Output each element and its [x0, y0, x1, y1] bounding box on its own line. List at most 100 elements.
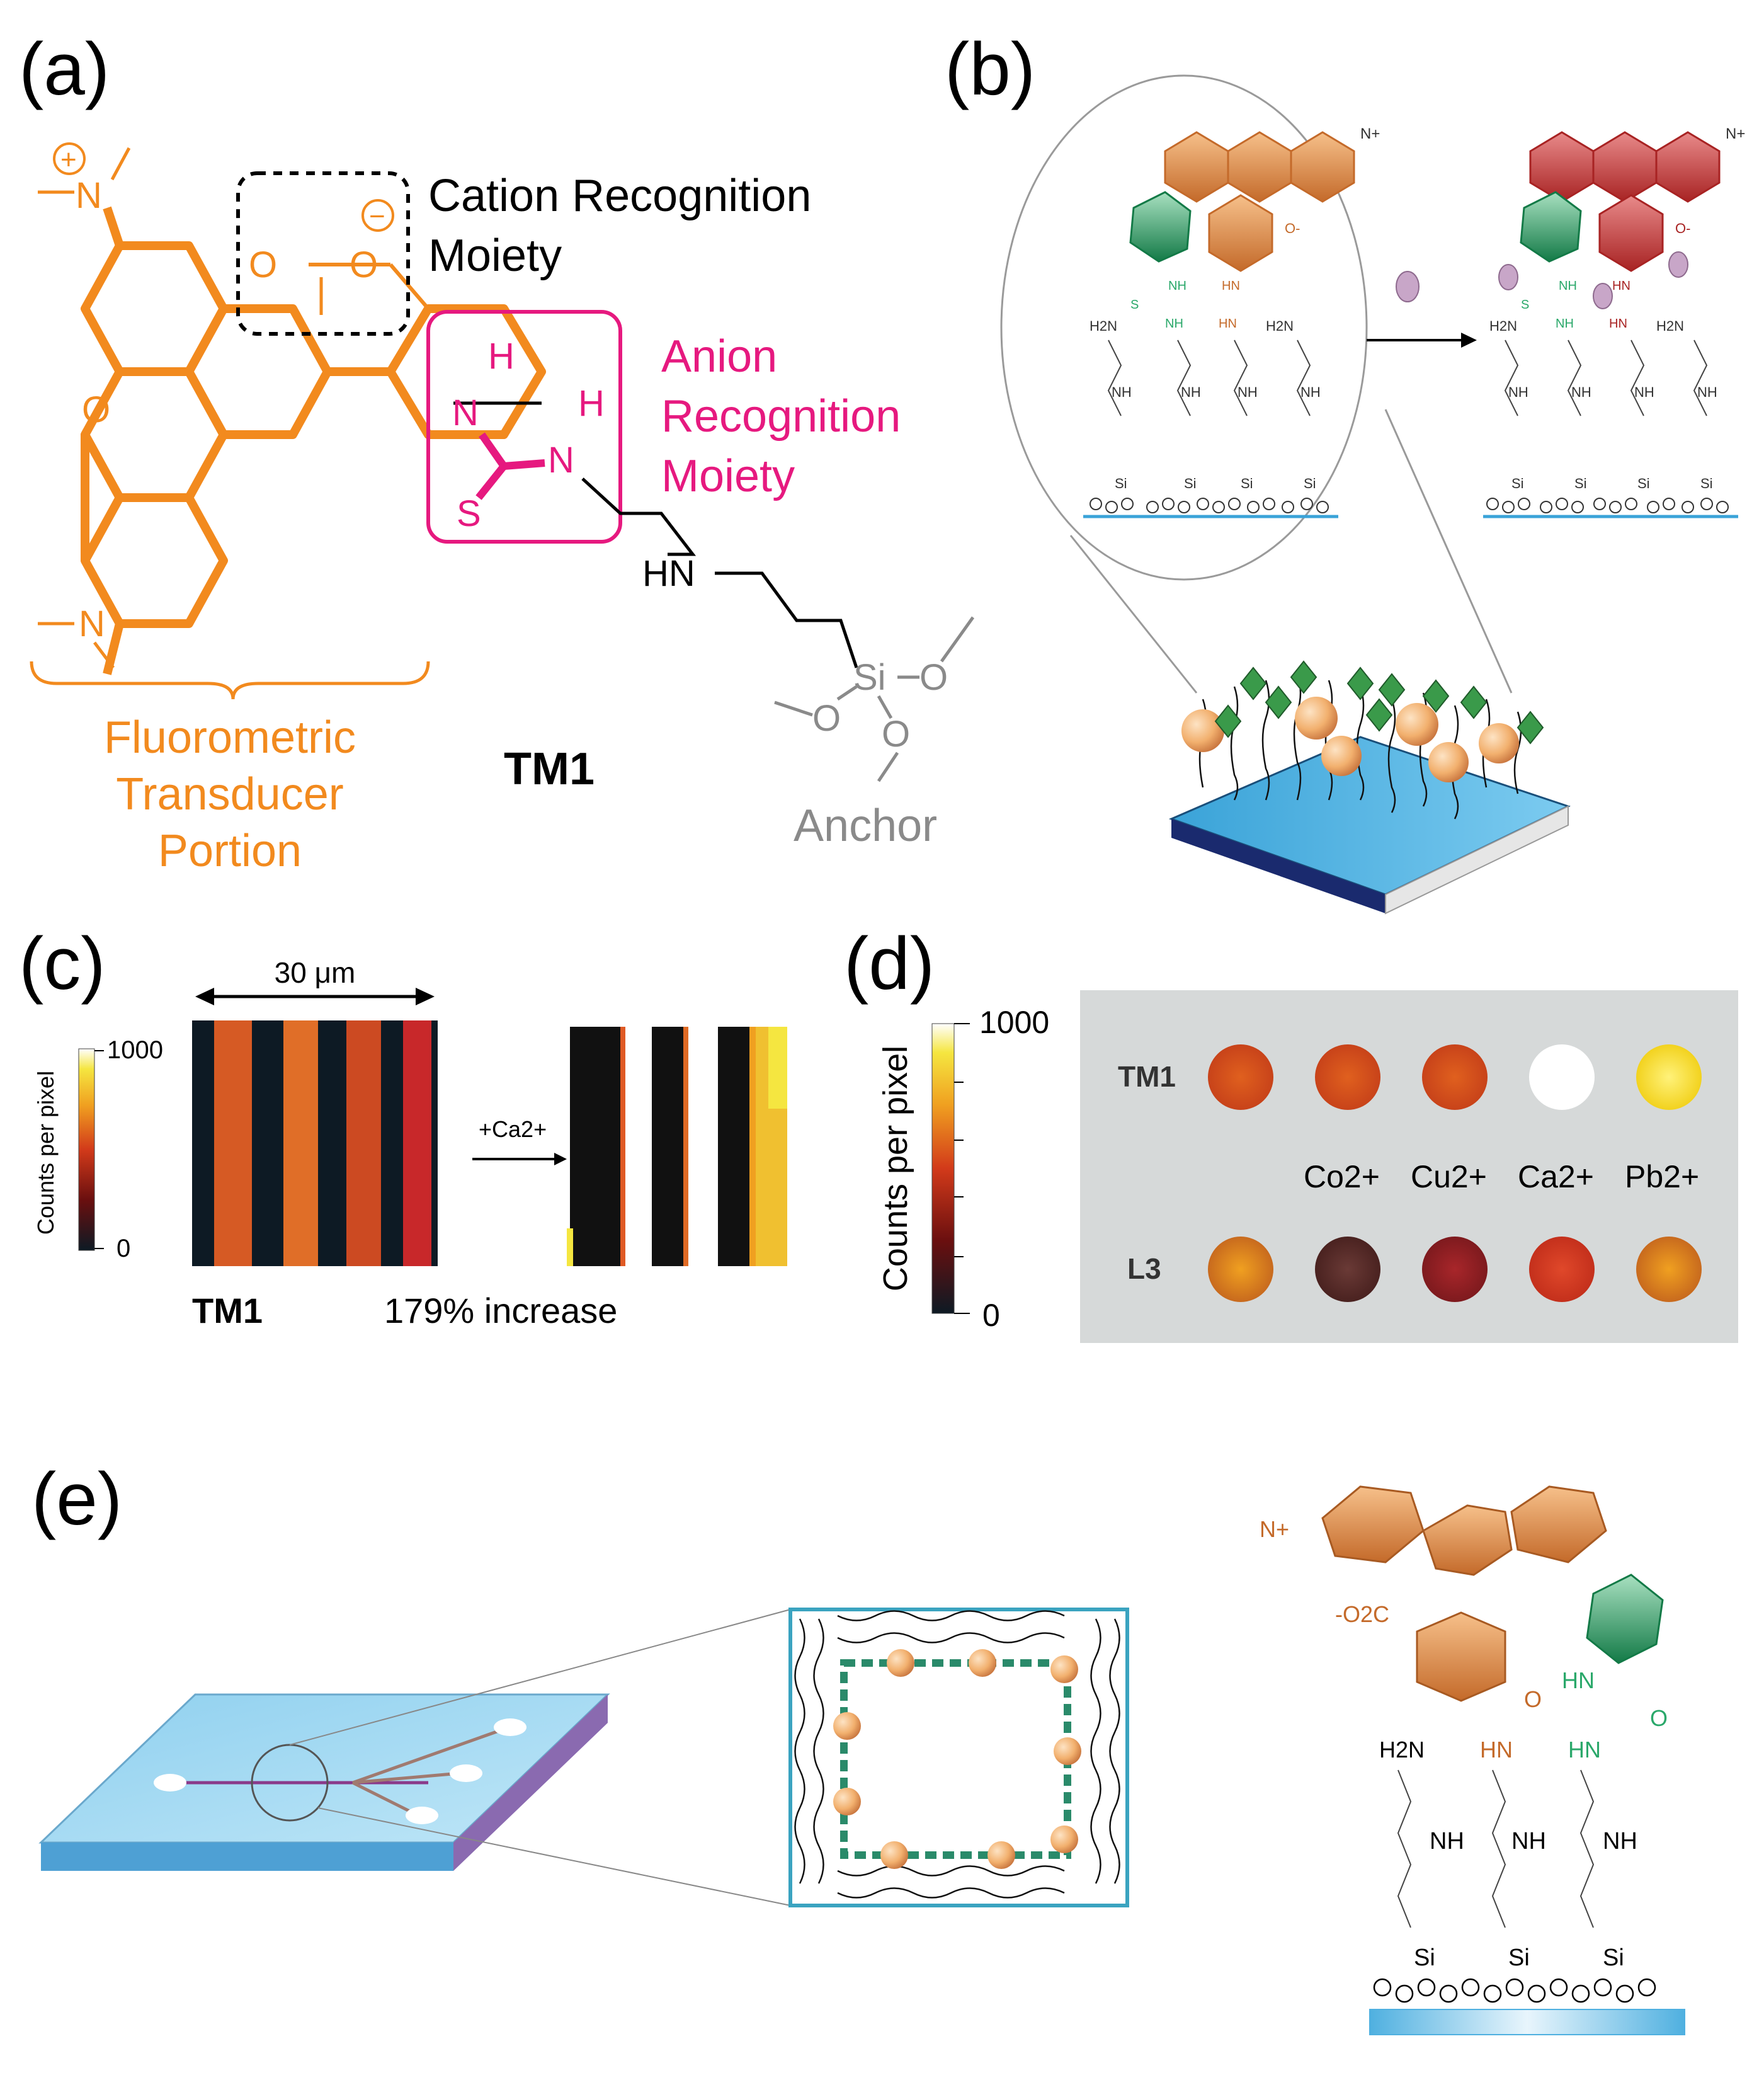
atom-nh-b2: NH [1165, 317, 1183, 331]
atom-nh-b6: NH [1300, 384, 1321, 400]
anion-label-line1: Anion [661, 331, 777, 382]
atom-nh-b11: NH [1634, 384, 1654, 400]
atom-h2n-b3: H2N [1489, 318, 1517, 334]
atom-hn-b4: HN [1609, 317, 1627, 331]
panel-e: (e) [31, 1458, 1685, 2035]
atom-nh-b4: NH [1181, 384, 1201, 400]
atom-o-anchor-1: O [919, 657, 948, 698]
atom-nh-b12: NH [1697, 384, 1717, 400]
atom-s-b1: S [1130, 298, 1139, 312]
fluoro-label-line1: Fluorometric [104, 712, 356, 763]
panel-e-label: (e) [31, 1458, 122, 1541]
fluoro-bracket [30, 661, 430, 700]
atom-si-b2: Si [1184, 476, 1197, 491]
panel-c-label: (c) [19, 922, 106, 1005]
atom-s-b2: S [1521, 298, 1529, 312]
atom-o-anchor-3: O [882, 714, 910, 755]
colorbar-c-max: 1000 [107, 1036, 163, 1064]
panel-b-label: (b) [945, 28, 1035, 111]
image-tm1-before [192, 1020, 438, 1266]
xanthene-core [81, 206, 390, 675]
compound-tm1-c: TM1 [192, 1291, 263, 1330]
atom-nh-b9: NH [1508, 384, 1528, 400]
ion-bound-2 [1593, 283, 1613, 309]
colorbar-d-max: 1000 [979, 1005, 1049, 1040]
compound-tm1-a: TM1 [504, 744, 595, 794]
atom-o-e2: O [1650, 1705, 1668, 1731]
atom-si-b3: Si [1241, 476, 1253, 491]
atom-si-b7: Si [1637, 476, 1650, 491]
atom-n-thiourea-2: N [548, 440, 574, 481]
image-tm1-after [567, 1027, 787, 1266]
spot-tm1-5 [1636, 1044, 1702, 1110]
atom-o-e1: O [1524, 1686, 1542, 1712]
cation-recognition-box [236, 171, 410, 336]
surface-slab [1168, 660, 1571, 915]
spot-l3-1 [1208, 1237, 1273, 1302]
atom-hn-b2: HN [1219, 317, 1237, 331]
atom-hn-e1: HN [1562, 1667, 1595, 1693]
atom-n-plus-b1: N+ [1360, 125, 1380, 142]
atom-h2n-b4: H2N [1656, 318, 1684, 334]
atom-nh-b7: NH [1559, 279, 1577, 293]
atom-nh-e1: NH [1430, 1828, 1464, 1854]
atom-nh-b3: NH [1112, 384, 1132, 400]
ca-reagent: +Ca2+ [479, 1116, 547, 1142]
spot-tm1-4 [1529, 1044, 1595, 1110]
fluoro-label-line3: Portion [158, 826, 302, 876]
atom-o-carboxyl-1: O [249, 244, 277, 285]
minus-sign: − [369, 201, 385, 232]
increase-label: 179% increase [384, 1291, 617, 1330]
atom-si-b8: Si [1700, 476, 1713, 491]
plus-sign: + [60, 144, 77, 175]
spot-panel-bg [1080, 990, 1738, 1343]
row-label-tm1: TM1 [1118, 1060, 1176, 1093]
atom-s-thiourea: S [457, 493, 481, 534]
molecule-before: N+ O- NH HN S NH HN H2N H2N NH NH NH NH … [1083, 125, 1380, 518]
molecule-after: N+ O- NH HN S NH HN H2N H2N NH NH NH NH … [1483, 125, 1745, 518]
colorbar-d [931, 1023, 955, 1314]
colorbar-d-title: Counts per pixel [877, 1046, 914, 1291]
anion-label-line2: Recognition [661, 391, 901, 442]
panel-b: (b) N+ O- NH HN S NH HN H2N H2N [945, 28, 1745, 915]
atom-si-e1: Si [1414, 1945, 1435, 1971]
fluoro-label-line2: Transducer [116, 769, 343, 820]
anchor-label: Anchor [794, 801, 937, 851]
colorbar-d-min: 0 [982, 1298, 1000, 1333]
spot-l3-4 [1529, 1237, 1595, 1302]
atom-si-b6: Si [1574, 476, 1587, 491]
ion-bound-3 [1668, 251, 1688, 278]
panel-d-label: (d) [844, 922, 935, 1005]
panel-a: (a) N + O N O O − [19, 28, 975, 876]
cation-label-line2: Moiety [428, 231, 562, 281]
atom-n-plus-b2: N+ [1726, 125, 1745, 142]
atom-nh-e3: NH [1603, 1828, 1637, 1854]
atom-o-anchor-2: O [812, 698, 841, 739]
spot-l3-2 [1315, 1237, 1380, 1302]
atom-si-anchor: Si [853, 657, 886, 698]
atom-h-thiourea-2: H [578, 383, 605, 424]
atom-h-thiourea-1: H [488, 336, 515, 377]
spot-tm1-1 [1208, 1044, 1273, 1110]
atom-h2n-b1: H2N [1090, 318, 1117, 334]
ion-bound-1 [1498, 264, 1518, 290]
atom-o-xanthene: O [82, 389, 110, 430]
atom-n-thiourea-1: N [452, 392, 479, 433]
atom-n-plus-e: N+ [1260, 1516, 1289, 1542]
colorbar-c-min: 0 [117, 1235, 130, 1262]
anion-recognition-box [426, 310, 622, 544]
spot-tm1-2 [1315, 1044, 1380, 1110]
atom-hn-e2: HN [1480, 1737, 1513, 1763]
ion-cu: Cu2+ [1411, 1159, 1487, 1194]
atom-nh-b1: NH [1168, 279, 1186, 293]
atom-nh-b8: NH [1556, 317, 1574, 331]
atom-o-minus-b1: O- [1285, 220, 1300, 236]
colorbar-c-title: Counts per pixel [33, 1071, 59, 1235]
spot-tm1-3 [1422, 1044, 1488, 1110]
molecule-e: N+ -O2C O O HN HN HN H2N NH NH NH Si Si … [1260, 1485, 1685, 2035]
spot-l3-3 [1422, 1237, 1488, 1302]
panel-c: (c) 1000 0 Counts per pixel 30 μm +Ca2+ [19, 922, 787, 1330]
ion-icon [1396, 271, 1420, 302]
cation-label-line1: Cation Recognition [428, 171, 811, 221]
